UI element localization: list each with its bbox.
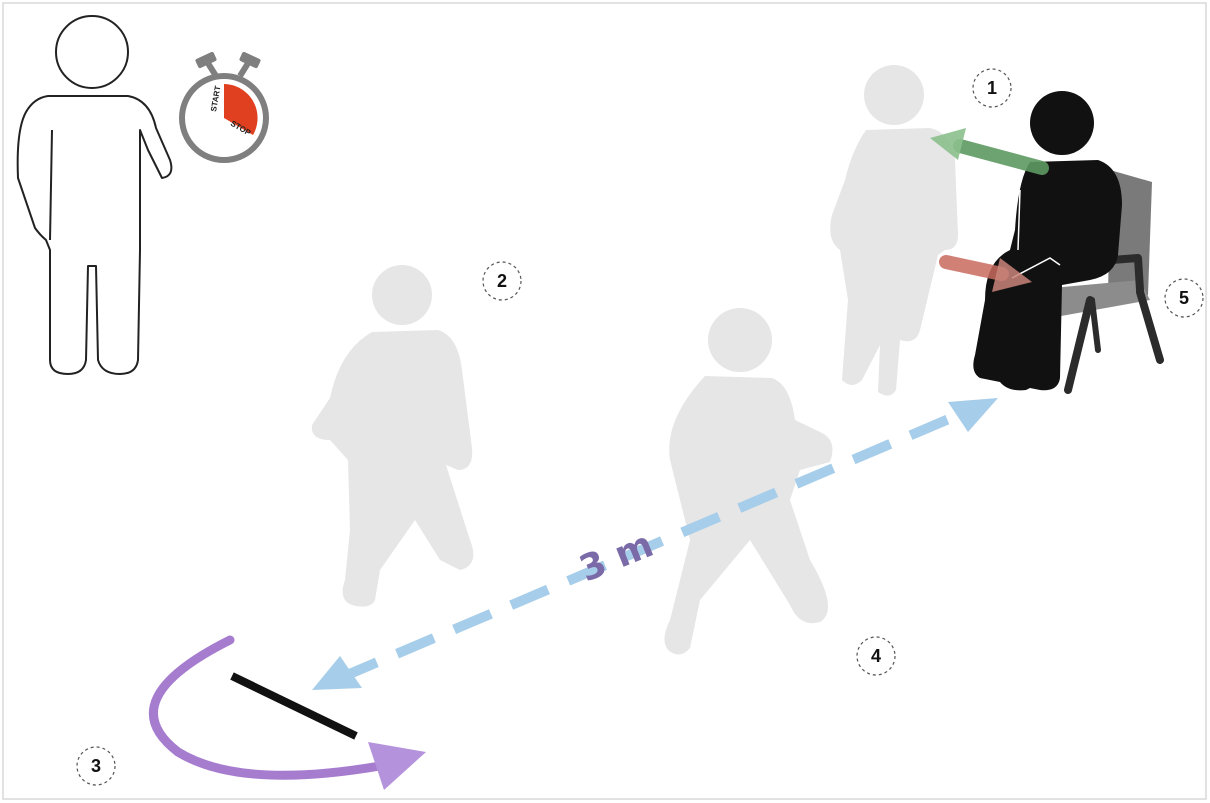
- step-marker-4-label: 4: [871, 646, 881, 666]
- step-marker-1-label: 1: [987, 78, 997, 98]
- step-marker-3-label: 3: [91, 756, 101, 776]
- step-marker-4: 4: [857, 637, 895, 675]
- step-marker-5-label: 5: [1179, 288, 1189, 308]
- step-marker-5: 5: [1165, 279, 1203, 317]
- step-marker-3: 3: [77, 747, 115, 785]
- step-marker-2-label: 2: [497, 271, 507, 291]
- step-marker-2: 2: [483, 262, 521, 300]
- step-marker-1: 1: [973, 69, 1011, 107]
